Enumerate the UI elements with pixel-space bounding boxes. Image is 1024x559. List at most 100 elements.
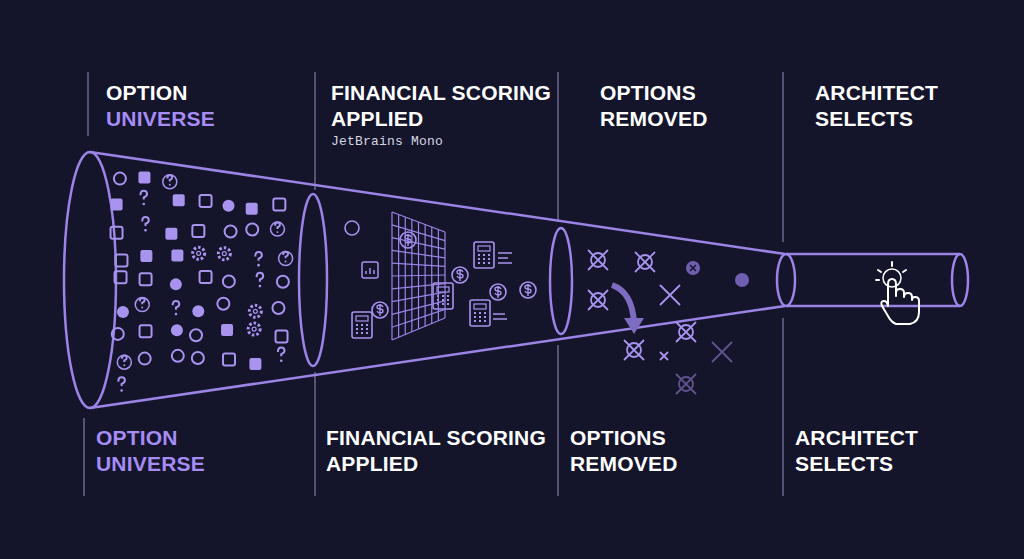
option-square <box>140 325 152 337</box>
grid-line <box>392 238 445 250</box>
removal-arrowhead <box>624 318 644 334</box>
dollar-sign <box>405 234 411 246</box>
question-dot <box>277 231 279 233</box>
cross-mark <box>635 252 655 272</box>
gear-icon <box>193 247 205 259</box>
calculator-icon <box>474 242 494 268</box>
question-mark <box>118 377 125 386</box>
calculator-key <box>361 332 363 334</box>
question-mark <box>140 298 145 304</box>
grid-line <box>392 309 445 327</box>
question-badge <box>135 298 149 312</box>
gear-icon <box>249 305 261 317</box>
option-dot <box>171 324 183 336</box>
calculator-key <box>447 303 449 305</box>
dollar-sign <box>525 284 531 296</box>
option-block <box>221 324 233 336</box>
calculator-icon <box>433 283 453 309</box>
removed-option <box>588 290 608 310</box>
cross-mark <box>690 265 696 271</box>
option-circle <box>172 350 184 362</box>
cross-mark <box>712 342 732 362</box>
calculator-key <box>366 328 368 330</box>
question-badge <box>117 355 131 369</box>
calculator-key <box>478 262 480 264</box>
grid-line <box>392 212 445 232</box>
calculator-key <box>488 258 490 260</box>
option-square <box>140 273 152 285</box>
dollar-sign <box>495 286 501 298</box>
calculator-key <box>474 312 476 314</box>
calculator-key <box>474 316 476 318</box>
grid-line <box>392 225 445 241</box>
option-block <box>173 194 185 206</box>
calculator-key <box>447 295 449 297</box>
option-square <box>115 271 127 283</box>
remaining-option <box>735 273 749 287</box>
removed-option <box>712 342 732 362</box>
option-dot <box>223 200 235 212</box>
calculator-key <box>474 320 476 322</box>
option-square <box>200 271 212 283</box>
coin-icon <box>490 284 506 300</box>
option-block <box>140 250 152 262</box>
grid-line <box>392 284 445 289</box>
calculator-key <box>356 324 358 326</box>
calculator-key <box>442 295 444 297</box>
cross-mark <box>660 352 668 360</box>
option-circle <box>225 226 237 238</box>
question-mark <box>278 348 285 357</box>
calculator-screen <box>478 246 490 251</box>
calculator-key <box>478 254 480 256</box>
gear-icon <box>248 323 260 335</box>
option-dot <box>117 306 129 318</box>
calculator-key <box>478 258 480 260</box>
calculator-key <box>366 332 368 334</box>
option-circle <box>345 221 359 235</box>
option-circle <box>192 352 204 364</box>
hand-pointer-icon <box>876 262 919 324</box>
cross-mark <box>588 250 608 270</box>
option-circle <box>277 276 289 288</box>
question-dot <box>175 313 178 316</box>
option-circle <box>223 275 235 287</box>
option-square <box>111 227 123 239</box>
stage-dividers <box>84 72 783 496</box>
question-dot <box>280 359 283 362</box>
cross-mark <box>624 340 644 360</box>
question-mark <box>257 273 264 282</box>
question-dot <box>257 264 260 267</box>
question-dot <box>141 307 143 309</box>
removed-option <box>676 322 696 342</box>
grid-line <box>392 263 445 266</box>
chart-bars <box>366 268 374 274</box>
question-mark <box>255 252 262 261</box>
calculator-key <box>442 303 444 305</box>
question-dot <box>123 364 125 366</box>
calculator-key <box>479 320 481 322</box>
dollar-sign <box>377 304 383 316</box>
option-circle <box>246 224 258 236</box>
calculator-key <box>483 254 485 256</box>
question-dot <box>169 184 171 186</box>
question-dot <box>285 261 287 263</box>
removed-option <box>660 285 680 305</box>
calculator-key <box>479 316 481 318</box>
funnel-outline <box>64 152 968 408</box>
option-icons <box>111 171 536 391</box>
option-circle <box>114 173 126 185</box>
data-lines <box>493 253 512 319</box>
gear-hub <box>222 252 226 256</box>
question-dot <box>144 229 147 232</box>
question-mark <box>283 252 288 258</box>
removed-option <box>676 374 696 394</box>
stage-footer: OPTION UNIVERSE <box>96 425 236 477</box>
gear-hub <box>253 309 257 313</box>
removal-arrow <box>612 285 634 322</box>
option-circle <box>272 302 284 314</box>
calculator-key <box>483 258 485 260</box>
scoring-grid <box>392 212 445 340</box>
option-circle <box>112 328 124 340</box>
option-block <box>171 250 183 262</box>
coin-icon <box>372 302 388 318</box>
